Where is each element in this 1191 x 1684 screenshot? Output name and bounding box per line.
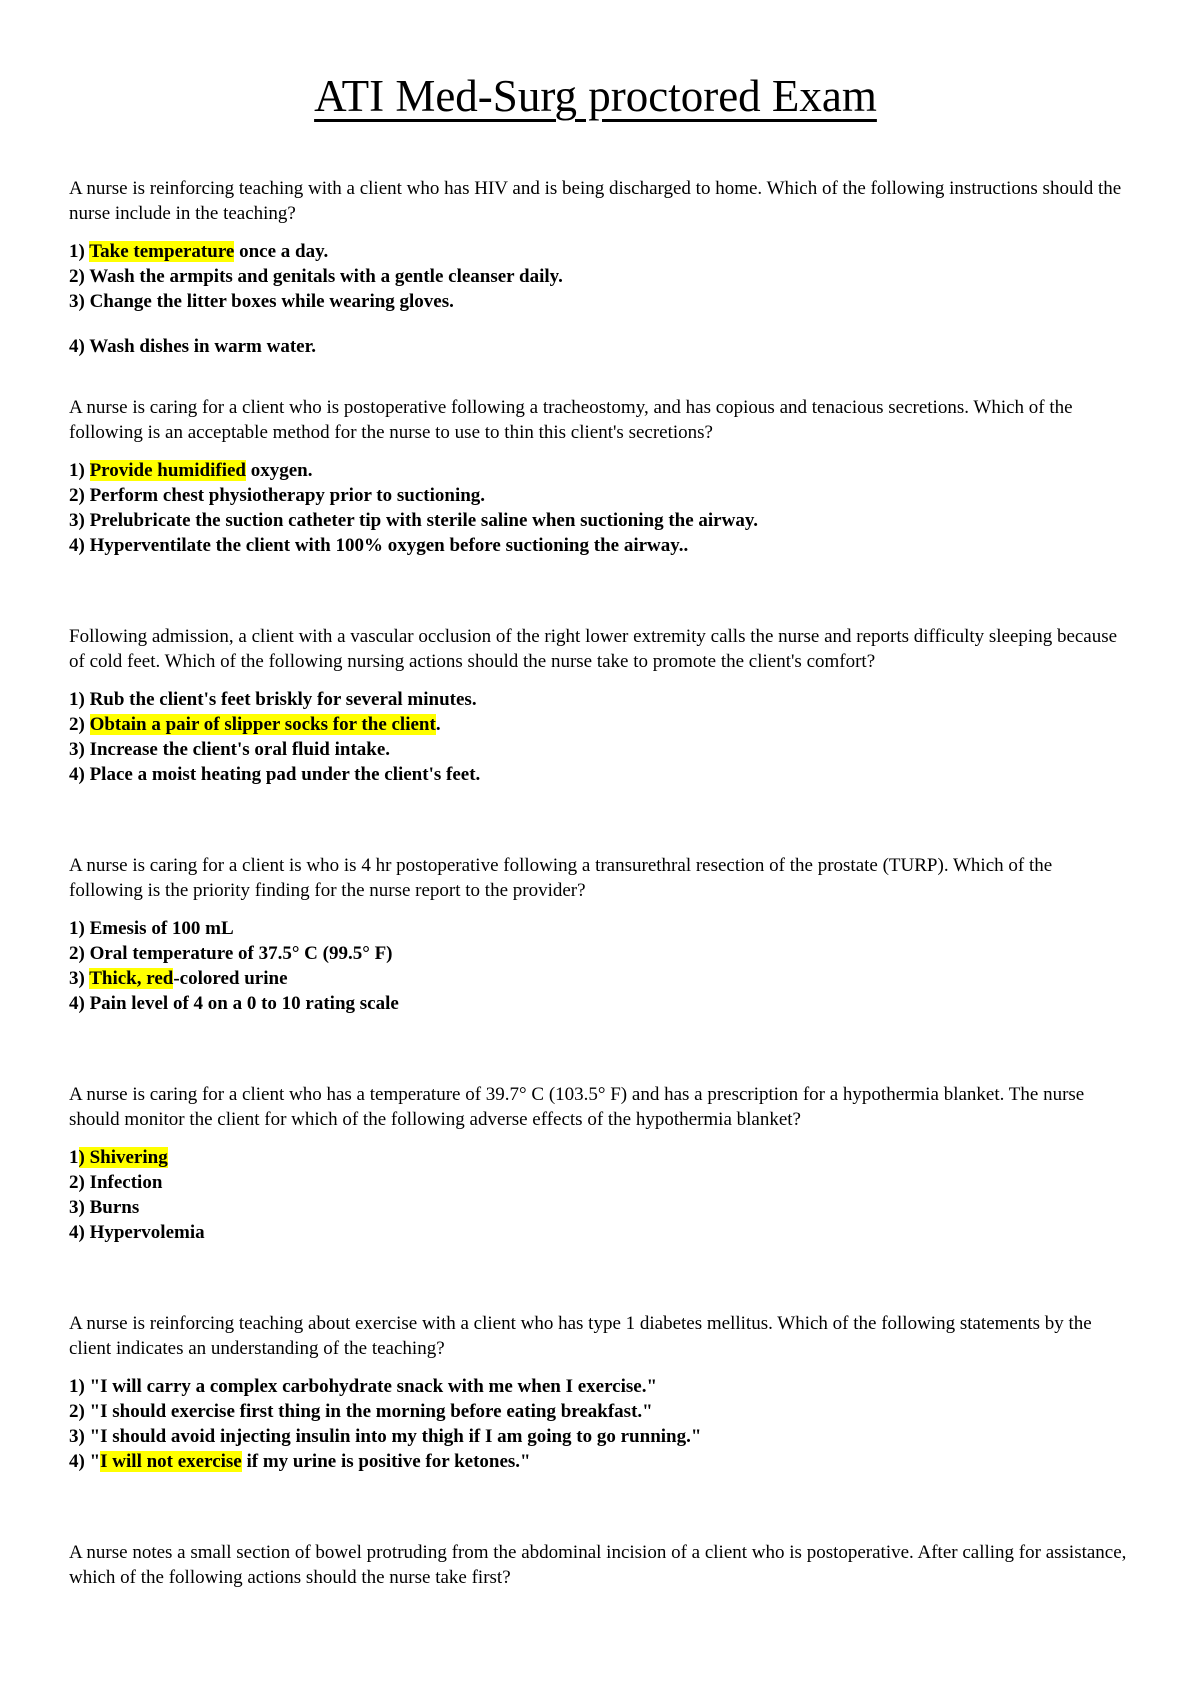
highlight: Provide humidified [89, 460, 246, 481]
question-3: Following admission, a client with a vas… [69, 624, 1129, 787]
answer-option: 4) Wash dishes in warm water. [69, 336, 317, 357]
answer-option: 3) Burns [69, 1197, 140, 1218]
question-stem: A nurse is reinforcing teaching with a c… [69, 178, 1122, 224]
question-7: A nurse notes a small section of bowel p… [69, 1540, 1129, 1603]
answer-option: 3) "I should avoid injecting insulin int… [69, 1426, 702, 1447]
answer-option: 4) Hypervolemia [69, 1222, 205, 1243]
answer-options: 1) Shivering 2) Infection 3) Burns 4) Hy… [69, 1145, 1129, 1245]
answer-options: 1) Take temperature once a day. 2) Wash … [69, 239, 1129, 359]
answer-option: 1) Shivering [69, 1147, 168, 1168]
question-stem: A nurse notes a small section of bowel p… [69, 1542, 1127, 1588]
answer-option: 3) Thick, red-colored urine [69, 968, 288, 989]
highlight: Take temperature [89, 241, 235, 262]
answer-option: 1) Take temperature once a day. [69, 241, 329, 262]
question-stem: A nurse is reinforcing teaching about ex… [69, 1313, 1092, 1359]
highlight: I will not exercise [100, 1451, 242, 1472]
highlight: Obtain a pair of slipper socks for the c… [89, 714, 436, 735]
answer-option: 2) Infection [69, 1172, 163, 1193]
highlight: ) Shivering [78, 1147, 168, 1168]
answer-options: 1) Rub the client's feet briskly for sev… [69, 687, 1129, 787]
question-stem: A nurse is caring for a client who has a… [69, 1084, 1085, 1130]
answer-option: 2) Obtain a pair of slipper socks for th… [69, 714, 441, 735]
answer-option: 1) Rub the client's feet briskly for sev… [69, 689, 477, 710]
answer-option: 2) Oral temperature of 37.5° C (99.5° F) [69, 943, 393, 964]
answer-options: 1) "I will carry a complex carbohydrate … [69, 1374, 1129, 1474]
question-4: A nurse is caring for a client is who is… [69, 853, 1129, 1016]
highlight: Thick, red [89, 968, 174, 989]
answer-option: 2) Perform chest physiotherapy prior to … [69, 485, 486, 506]
question-stem: A nurse is caring for a client is who is… [69, 855, 1053, 901]
question-stem: Following admission, a client with a vas… [69, 626, 1118, 672]
page-title: ATI Med-Surg proctored Exam [0, 68, 1191, 124]
question-stem: A nurse is caring for a client who is po… [69, 397, 1073, 443]
answer-option: 2) "I should exercise first thing in the… [69, 1401, 653, 1422]
answer-option: 1) "I will carry a complex carbohydrate … [69, 1376, 658, 1397]
question-1: A nurse is reinforcing teaching with a c… [69, 176, 1129, 359]
answer-option: 1) Emesis of 100 mL [69, 918, 234, 939]
answer-option: 3) Prelubricate the suction catheter tip… [69, 510, 759, 531]
question-6: A nurse is reinforcing teaching about ex… [69, 1311, 1129, 1474]
answer-option: 2) Wash the armpits and genitals with a … [69, 266, 563, 287]
page-title-text: ATI Med-Surg proctored Exam [314, 71, 877, 121]
answer-options: 1) Emesis of 100 mL 2) Oral temperature … [69, 916, 1129, 1016]
answer-option: 4) Place a moist heating pad under the c… [69, 764, 481, 785]
answer-option: 3) Increase the client's oral fluid inta… [69, 739, 391, 760]
question-5: A nurse is caring for a client who has a… [69, 1082, 1129, 1245]
answer-option: 4) Pain level of 4 on a 0 to 10 rating s… [69, 993, 399, 1014]
answer-option: 1) Provide humidified oxygen. [69, 460, 313, 481]
question-2: A nurse is caring for a client who is po… [69, 395, 1129, 558]
answer-option: 4) Hyperventilate the client with 100% o… [69, 535, 689, 556]
answer-option: 3) Change the litter boxes while wearing… [69, 291, 454, 312]
answer-options: 1) Provide humidified oxygen. 2) Perform… [69, 458, 1129, 558]
answer-option: 4) "I will not exercise if my urine is p… [69, 1451, 531, 1472]
